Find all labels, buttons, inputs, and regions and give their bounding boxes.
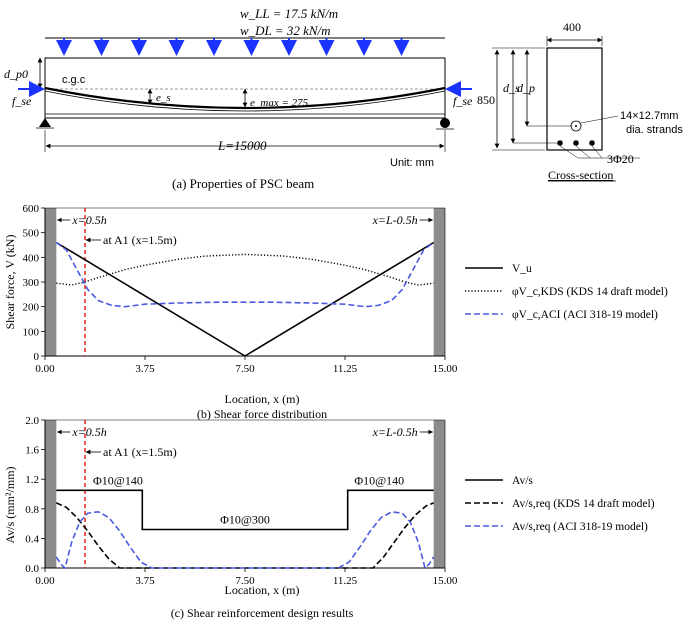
dp0-label: d_p0 (4, 67, 28, 81)
span-label: L=15000 (217, 138, 267, 153)
y-tick-label: 500 (23, 228, 40, 240)
support-band-right (433, 420, 445, 568)
y-tick-label: 0 (34, 351, 40, 363)
unit-label: Unit: mm (390, 157, 434, 169)
cs-section-outline (546, 47, 603, 151)
cs-rebar-leader-3 (591, 145, 603, 159)
shear-force-chart: 0 100 200 300 400 500 600 0.00 3.75 7.50 11.25 15.0… (23, 203, 668, 375)
annot-a1: at A1 (x=1.5m) (103, 233, 177, 247)
cs-height-label: 850 (477, 93, 495, 107)
chart-b-caption: (b) Shear force distribution (197, 407, 327, 421)
x-tick-label: 3.75 (135, 363, 155, 375)
cs-strand-center (575, 125, 577, 127)
spacing-label-right: Φ10@140 (354, 473, 404, 487)
emax-label: e_max = 275 (250, 97, 309, 109)
live-load-label: w_LL = 17.5 kN/m (240, 6, 338, 21)
cs-strand-label-2: dia. strands (626, 124, 683, 136)
x-tick-label: 3.75 (135, 575, 155, 587)
x-tick-label: 15.00 (433, 575, 458, 587)
dead-load-label: w_DL = 32 kN/m (240, 23, 331, 38)
cs-strand-leader (580, 115, 619, 124)
series-line-3 (55, 510, 435, 570)
annot-half-h-left: x=0.5h (71, 213, 106, 227)
support-band-right (433, 208, 445, 356)
x-tick-label: 0.00 (35, 363, 55, 375)
chart-b-xlabel: Location, x (m) (225, 392, 300, 406)
fse-left-label: f_se (12, 94, 32, 108)
cs-rebar-2-icon (573, 140, 579, 146)
panel-a-psc-beam: w_LL = 17.5 kN/m w_DL = 32 kN/m c.g.c e_… (4, 6, 683, 191)
roller-support-icon (440, 118, 450, 128)
shear-reinforcement-chart: 0.0 0.4 0.8 1.2 1.6 2.0 0.00 3.75 7.50 11.25 15.00… (25, 415, 654, 587)
cs-caption: Cross-section (548, 168, 613, 182)
annot-half-h-right: x=L-0.5h (372, 425, 418, 439)
y-tick-label: 2.0 (25, 415, 39, 427)
support-band-left (45, 208, 57, 356)
cs-rebar-1-icon (557, 140, 563, 146)
y-tick-label: 100 (23, 326, 40, 338)
y-tick-label: 1.6 (25, 445, 39, 457)
legend-label-1: Av/s (512, 475, 533, 487)
x-tick-label: 7.50 (235, 363, 255, 375)
cs-rebar-3-icon (589, 140, 595, 146)
y-tick-label: 600 (23, 203, 40, 215)
es-label: e_s (156, 92, 171, 104)
panel-a-caption: (a) Properties of PSC beam (172, 176, 314, 191)
y-tick-label: 0.4 (25, 533, 39, 545)
legend-label-3: φV_c,ACI (ACI 318-19 model) (512, 309, 658, 321)
load-labels: w_LL = 17.5 kN/m w_DL = 32 kN/m (240, 6, 338, 38)
cs-width-label: 400 (563, 20, 581, 34)
chart-b-ylabel: Shear force, V (kN) (3, 235, 17, 330)
annot-half-h-right: x=L-0.5h (372, 213, 418, 227)
y-tick-label: 300 (23, 277, 40, 289)
legend-label-2: φV_c,KDS (KDS 14 draft model) (512, 286, 668, 298)
series-line-1 (56, 489, 434, 531)
x-tick-label: 7.50 (235, 575, 255, 587)
cs-rebar-leader-2 (575, 145, 591, 159)
tendon-profile (44, 86, 446, 110)
series-line-1 (55, 241, 435, 357)
panel-c-chart: 0.0 0.4 0.8 1.2 1.6 2.0 0.00 3.75 7.50 11.25 15.00… (3, 415, 655, 620)
cs-dp-label: d_p (517, 81, 535, 95)
cs-strand-icon (570, 120, 582, 132)
spacing-label-middle: Φ10@300 (220, 513, 270, 527)
chart-c-caption: (c) Shear reinforcement design results (171, 606, 354, 620)
x-tick-label: 11.25 (333, 575, 358, 587)
legend-label-3: Av/s,req (ACI 318-19 model) (512, 521, 648, 533)
annot-half-h-left: x=0.5h (71, 425, 106, 439)
cs-ds-label: d_s (503, 81, 520, 95)
y-tick-label: 0.8 (25, 504, 39, 516)
tendon-profile-lower (44, 90, 446, 112)
y-tick-label: 400 (23, 252, 40, 264)
series-line-3 (55, 241, 435, 308)
x-tick-label: 0.00 (35, 575, 55, 587)
legend-label-2: Av/s,req (KDS 14 draft model) (512, 498, 655, 510)
chart-c-xlabel: Location, x (m) (225, 583, 300, 597)
x-tick-label: 11.25 (333, 363, 358, 375)
panel-b-chart: 0 100 200 300 400 500 600 0.00 3.75 7.50 11.25 15.0… (3, 203, 668, 421)
fse-right-label: f_se (453, 94, 473, 108)
y-tick-label: 1.2 (25, 474, 39, 486)
y-tick-label: 0.0 (25, 563, 39, 575)
cs-strand-label: 14×12.7mm (620, 110, 678, 122)
cross-section: 400 850 d_s d_p 14×12.7mm dia. strands (477, 20, 683, 182)
distributed-load-arrows (56, 38, 410, 56)
pin-support-icon (39, 118, 51, 127)
legend-label-1: V_u (512, 263, 532, 275)
x-tick-label: 15.00 (433, 363, 458, 375)
cs-rebar-label: 3Φ20 (607, 152, 634, 166)
cs-rebar-leader-1 (559, 145, 579, 159)
annot-a1: at A1 (x=1.5m) (103, 445, 177, 459)
spacing-label-left: Φ10@140 (93, 473, 143, 487)
support-band-left (45, 420, 57, 568)
chart-c-ylabel: Av/s (mm²/mm) (3, 466, 17, 543)
cgc-label: c.g.c (62, 74, 86, 86)
y-tick-label: 200 (23, 302, 40, 314)
series-line-2 (56, 253, 434, 286)
